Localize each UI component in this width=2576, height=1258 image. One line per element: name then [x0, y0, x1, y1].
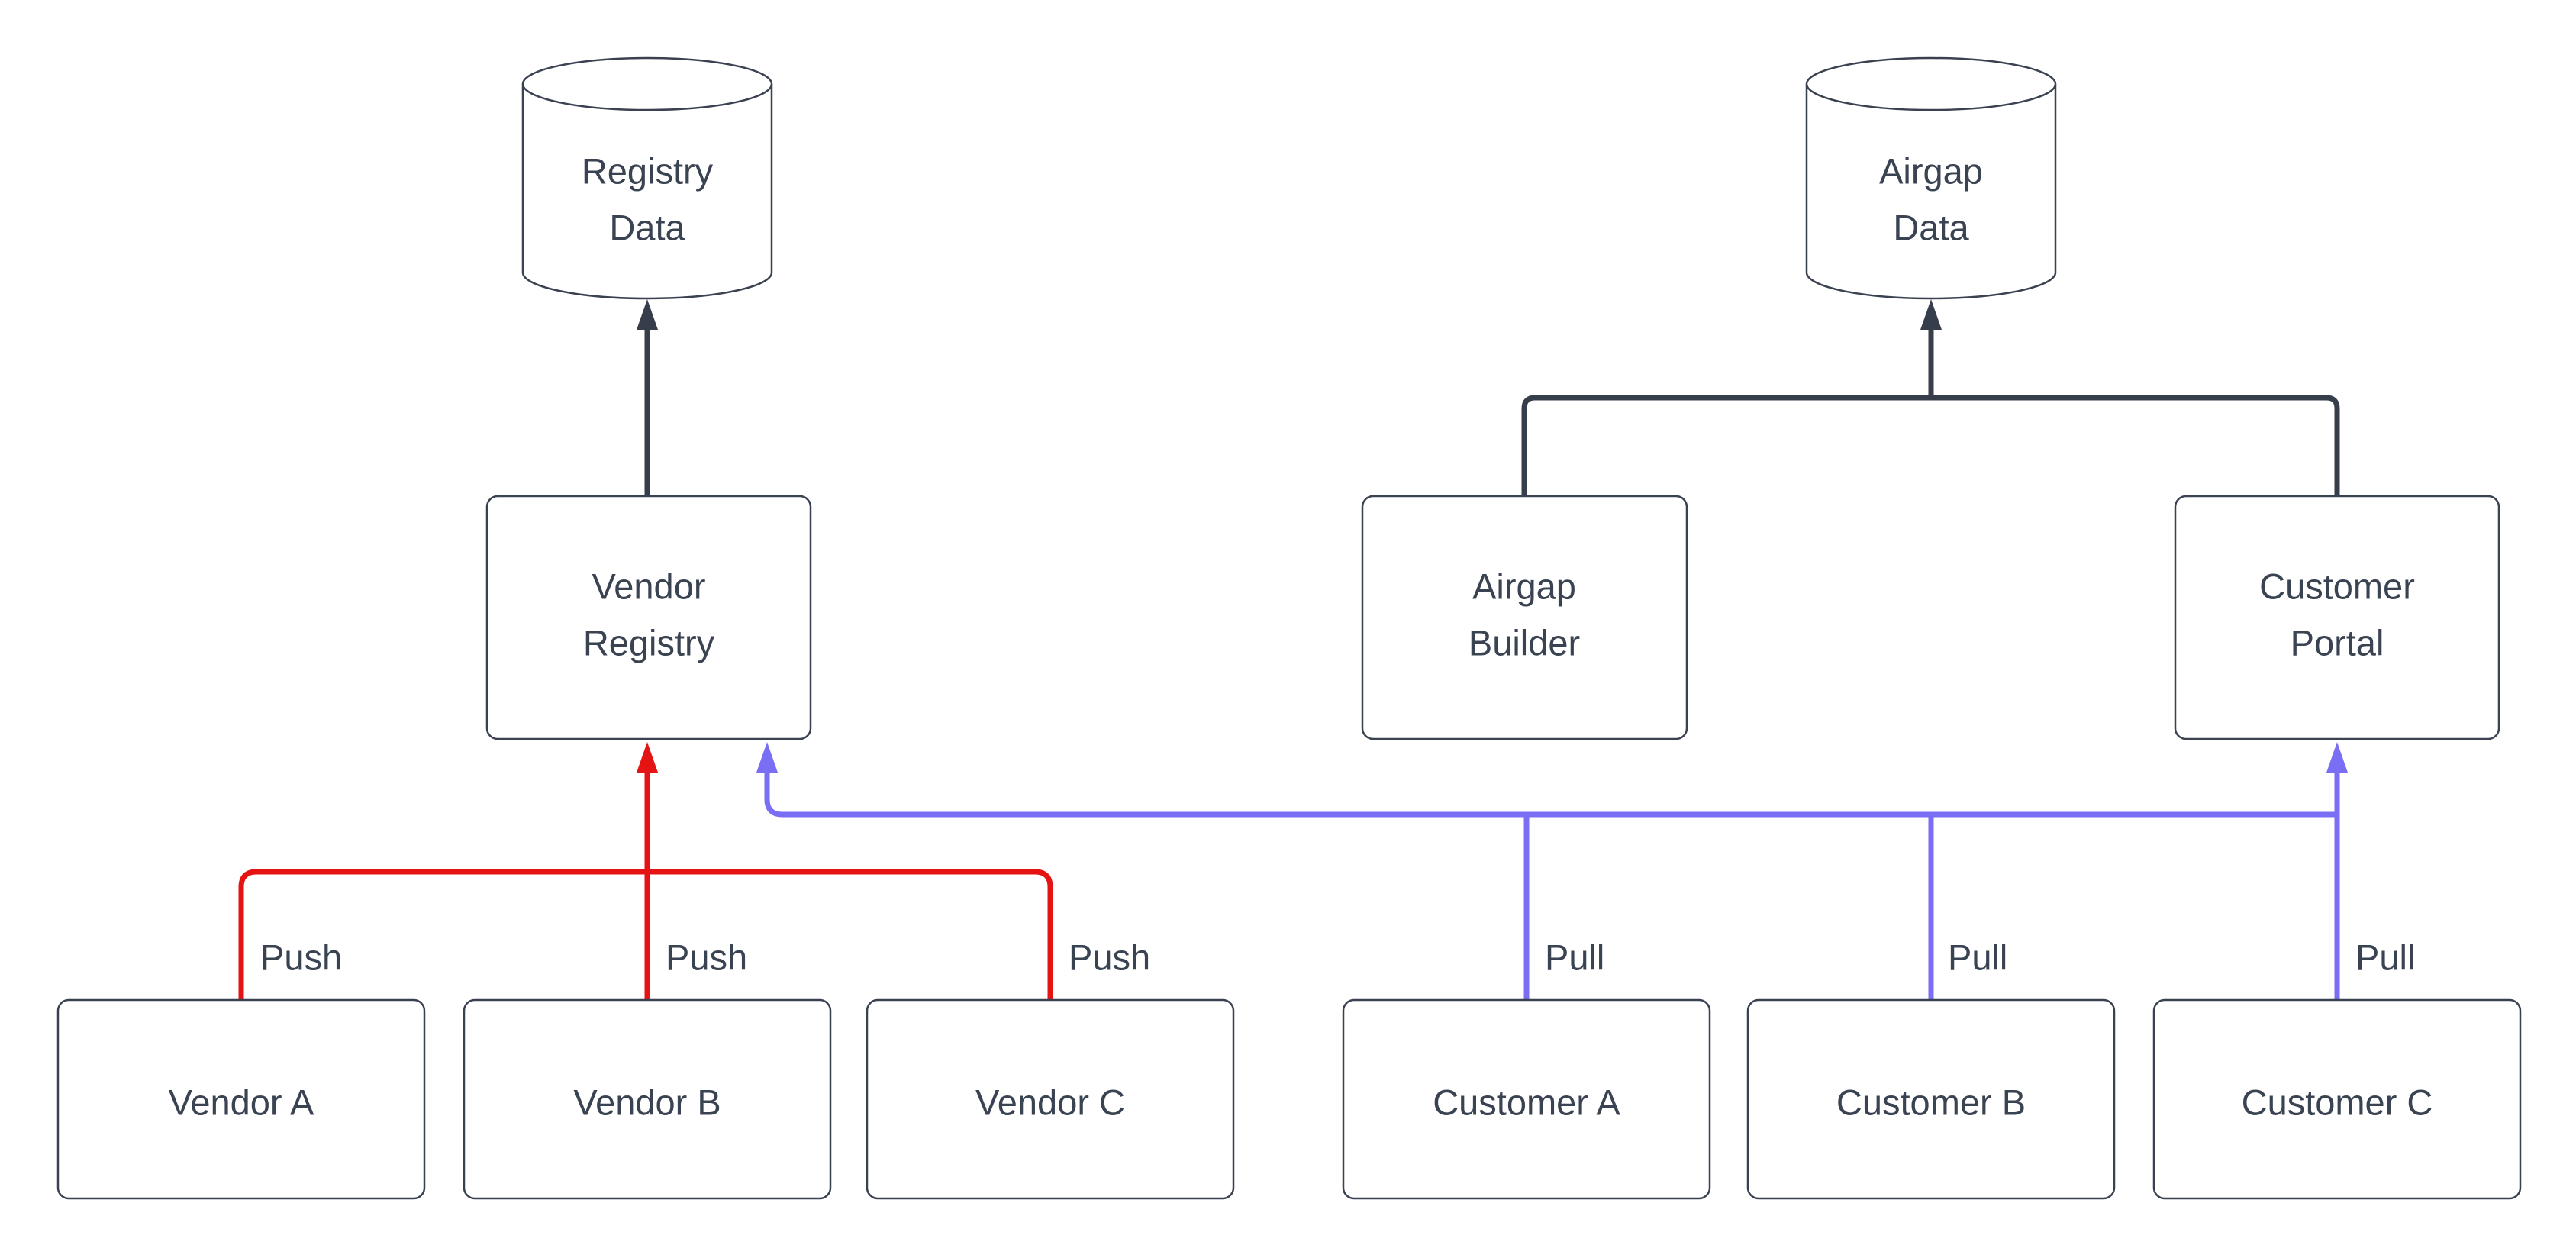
node-label-line1: Vendor: [592, 566, 706, 607]
node-label: Vendor A: [169, 1082, 314, 1123]
node-vendor-c: Vendor C: [866, 998, 1235, 1200]
node-vendor-b: Vendor B: [463, 998, 832, 1200]
node-box: [2174, 495, 2500, 740]
edge-label-push-vendor-b: Push: [666, 937, 747, 978]
node-label: Vendor B: [573, 1082, 721, 1123]
node-customer-b: Customer B: [1746, 998, 2116, 1200]
datastore-label-line2: Data: [609, 208, 685, 248]
datastore-label-line1: Registry: [582, 151, 714, 192]
pull-bus-line: [764, 769, 2337, 818]
edge-label-push-vendor-a: Push: [260, 937, 342, 978]
node-label-line2: Registry: [583, 623, 715, 663]
node-label-line1: Airgap: [1472, 566, 1576, 607]
node-box: [1342, 998, 1711, 1200]
push-connector: [238, 742, 1053, 1000]
node-customer-portal: Customer Portal: [2174, 495, 2500, 740]
node-label-line1: Customer: [2259, 566, 2415, 607]
cylinder-top: [521, 56, 773, 111]
node-label: Customer B: [1836, 1082, 2026, 1123]
node-customer-a: Customer A: [1342, 998, 1711, 1200]
node-box: [2152, 998, 2522, 1200]
datastore-label-line1: Airgap: [1879, 151, 1983, 192]
node-label-line2: Builder: [1469, 623, 1580, 663]
registry-upload-connector: [637, 299, 658, 496]
arrowhead-up-icon: [756, 742, 778, 773]
node-box: [1746, 998, 2116, 1200]
datastore-label-line2: Data: [1893, 208, 1969, 248]
cylinder-top: [1805, 56, 2057, 111]
node-label: Customer A: [1433, 1082, 1620, 1123]
arrowhead-up-icon: [1920, 299, 1942, 330]
node-label: Vendor C: [975, 1082, 1125, 1123]
node-box: [866, 998, 1235, 1200]
cylinder-body: [1805, 84, 2057, 300]
edge-label-push-vendor-c: Push: [1069, 937, 1150, 978]
node-box: [485, 495, 812, 740]
node-vendor-a: Vendor A: [56, 998, 426, 1200]
arrowhead-up-icon: [2326, 742, 2348, 773]
datastore-registry-data: Registry Data: [521, 56, 773, 300]
airgap-merge-line: [1521, 395, 2340, 495]
cylinder-body: [521, 84, 773, 300]
node-box: [1361, 495, 1688, 740]
edge-label-pull-customer-a: Pull: [1545, 937, 1604, 978]
arrowhead-up-icon: [637, 299, 658, 330]
airgap-merge-connector: [1521, 299, 2340, 495]
edge-label-pull-customer-c: Pull: [2355, 937, 2415, 978]
datastore-airgap-data: Airgap Data: [1805, 56, 2057, 300]
pull-connector: [756, 742, 2348, 1000]
arrowhead-up-icon: [637, 742, 658, 773]
node-box: [56, 998, 426, 1200]
node-label: Customer C: [2242, 1082, 2433, 1123]
node-vendor-registry: Vendor Registry: [485, 495, 812, 740]
node-customer-c: Customer C: [2152, 998, 2522, 1200]
edge-label-pull-customer-b: Pull: [1948, 937, 2007, 978]
node-box: [463, 998, 832, 1200]
node-airgap-builder: Airgap Builder: [1361, 495, 1688, 740]
node-label-line2: Portal: [2291, 623, 2384, 663]
